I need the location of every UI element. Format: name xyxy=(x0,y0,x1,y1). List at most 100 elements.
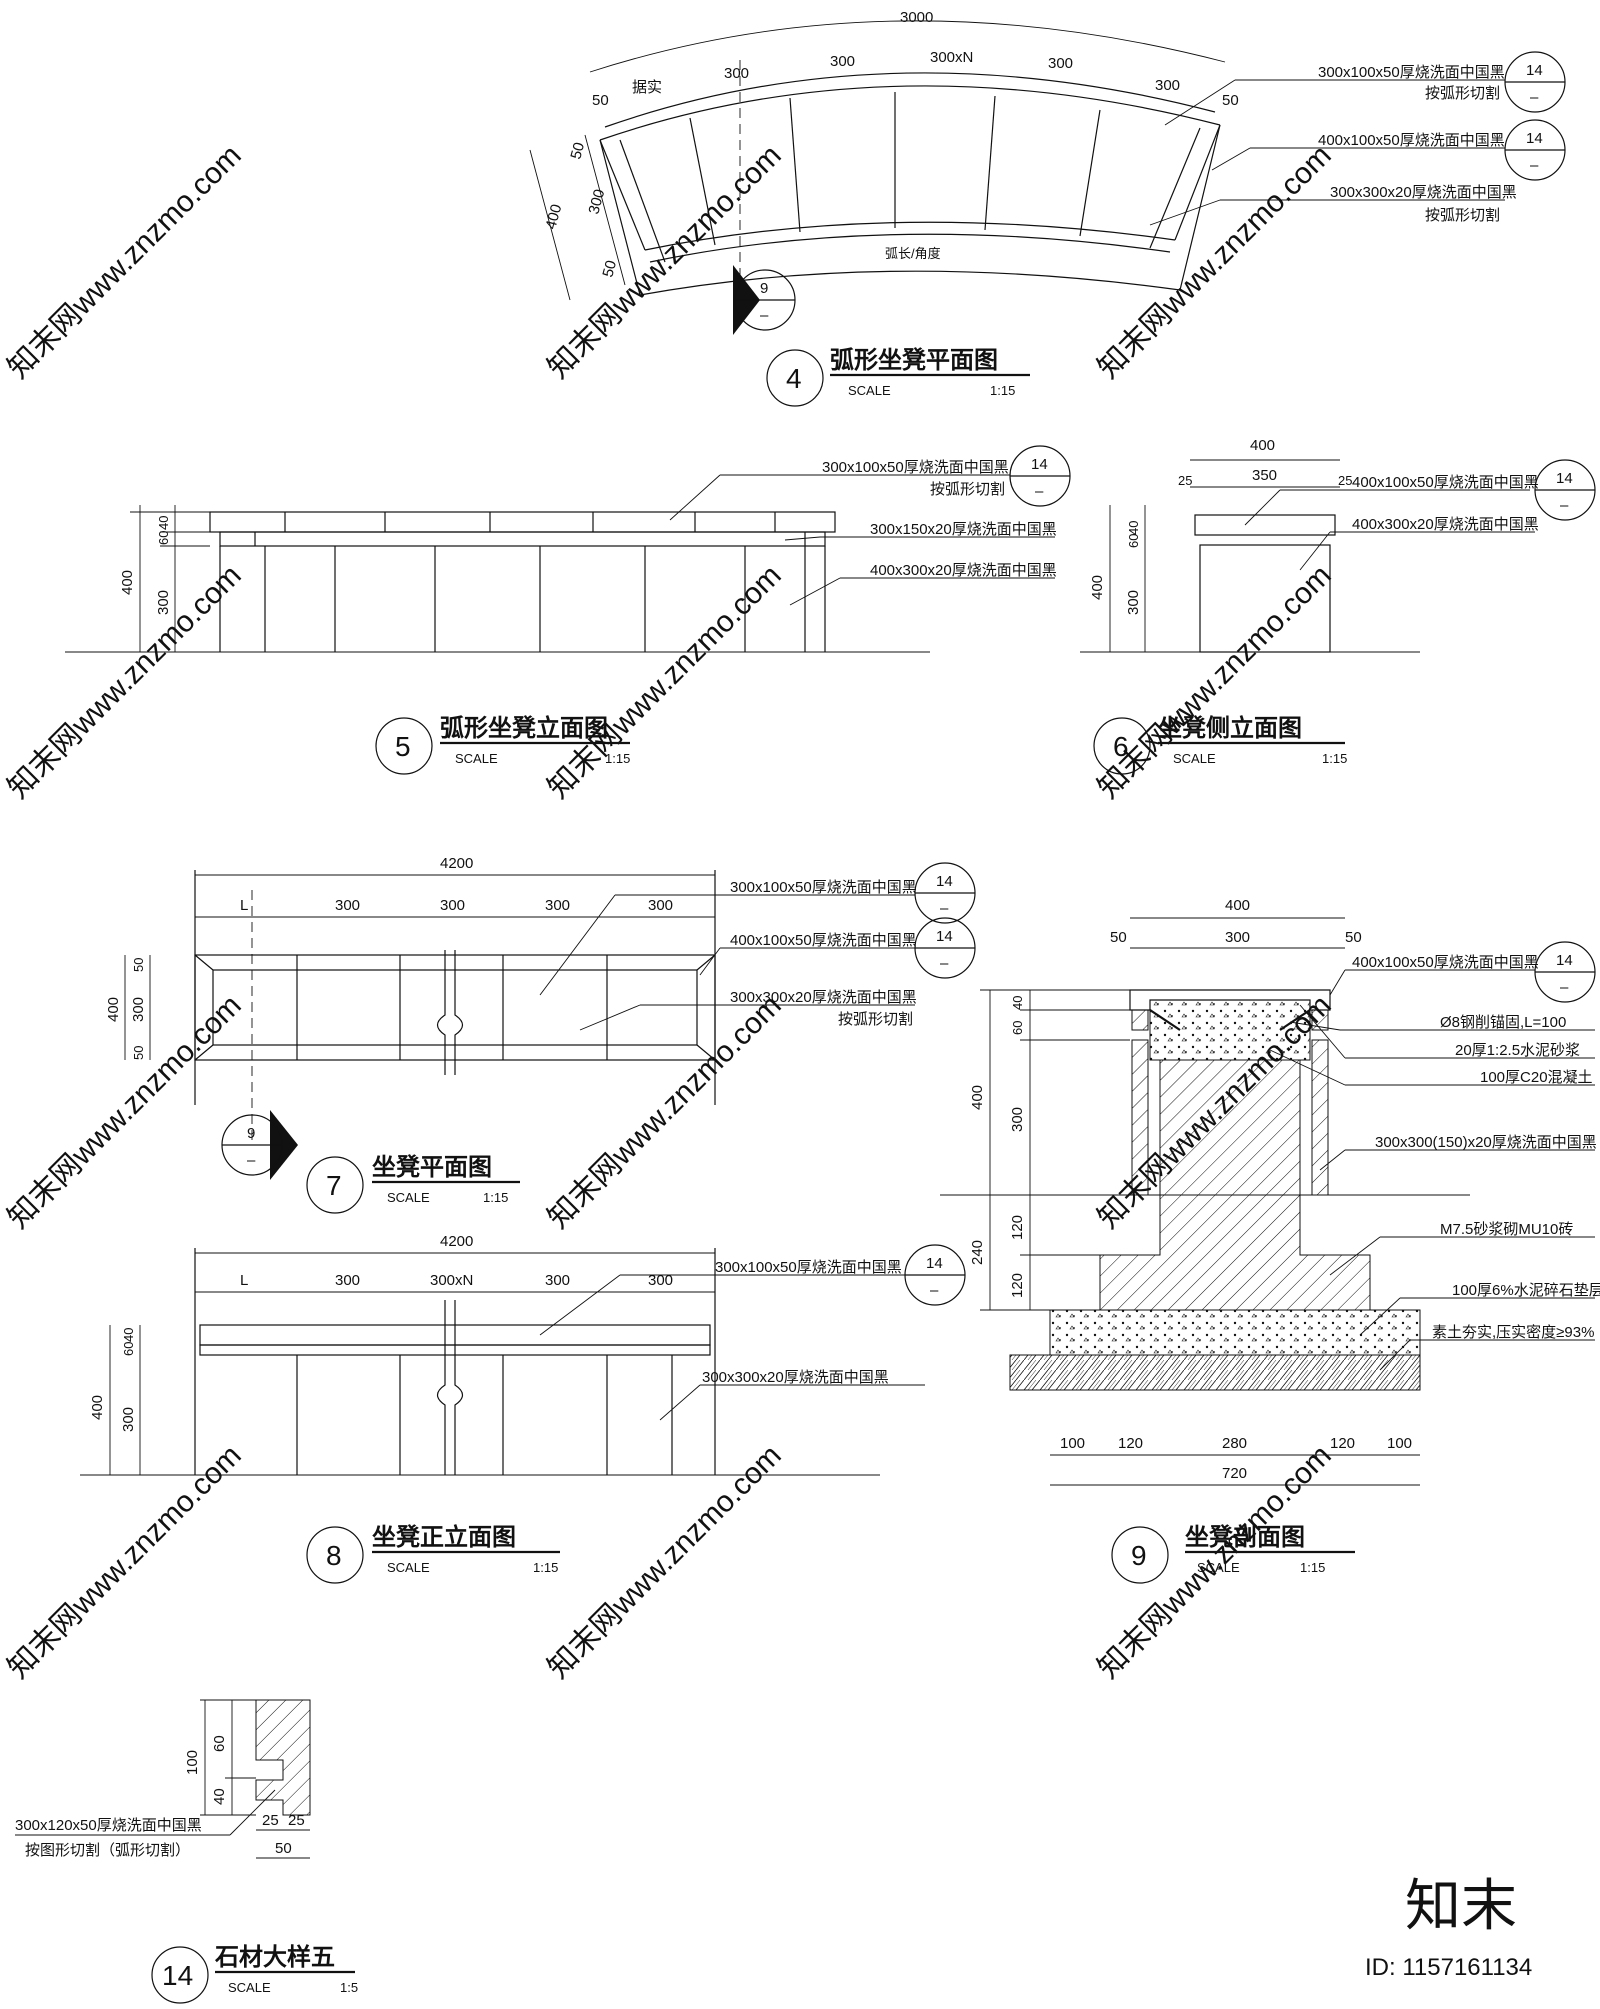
callout-number: 9 xyxy=(760,280,768,297)
label-coping: 400x100x50厚烧洗面中国黑 xyxy=(1352,954,1539,971)
view-title: 石材大样五 xyxy=(214,1943,335,1971)
dim-25: 25 xyxy=(1338,473,1352,488)
view-6-bench-side-elevation: 400 350 25 25 400 40 60 300 400x100x50厚烧… xyxy=(1080,437,1596,775)
watermark-text: 知末网www.znzmo.com xyxy=(542,1439,788,1685)
dim-L: L xyxy=(240,897,248,914)
callout-number: 9 xyxy=(247,1125,255,1142)
callout-number: 14 xyxy=(926,1255,943,1272)
dim-40: 40 xyxy=(121,1328,136,1342)
label-face: 400x300x20厚烧洗面中国黑 xyxy=(870,562,1057,579)
label-face: 400x300x20厚烧洗面中国黑 xyxy=(1352,516,1539,533)
detail-callout-14[interactable]: 14 – xyxy=(914,917,976,979)
dim-50: 50 xyxy=(275,1840,292,1857)
scale-label: SCALE xyxy=(848,383,891,398)
dim-350: 350 xyxy=(1252,467,1277,484)
callout-sheet: – xyxy=(930,1282,939,1299)
view-title: 弧形坐凳平面图 xyxy=(830,347,998,374)
callout-number: 14 xyxy=(936,873,953,890)
view-number: 4 xyxy=(786,363,802,394)
dim-240: 240 xyxy=(969,1240,986,1265)
label-stone-note: 按图形切割（弧形切割） xyxy=(25,1842,190,1859)
view-number: 6 xyxy=(1113,731,1129,762)
scale-label: SCALE xyxy=(1197,1560,1240,1575)
dim-50: 50 xyxy=(592,92,609,109)
callout-number: 14 xyxy=(1556,952,1573,969)
label-coping: 300x100x50厚烧洗面中国黑 xyxy=(822,459,1009,476)
scale-value: 1:15 xyxy=(1322,751,1347,766)
view-number: 7 xyxy=(326,1170,342,1201)
brand-logo: 知末 xyxy=(1405,1874,1517,1937)
dim-L: L xyxy=(240,1272,248,1289)
dim-300: 300 xyxy=(1225,929,1250,946)
section-callout-9[interactable]: 9 – xyxy=(733,265,796,335)
scale-value: 1:15 xyxy=(483,1190,508,1205)
brand-id: ID: 1157161134 xyxy=(1365,1954,1532,1981)
view-number: 5 xyxy=(395,731,411,762)
callout-sheet: – xyxy=(1560,497,1569,514)
dim-300: 300 xyxy=(440,897,465,914)
dim-50: 50 xyxy=(131,1046,146,1060)
view-number: 9 xyxy=(1131,1540,1147,1571)
label-coping-note: 按弧形切割 xyxy=(930,481,1005,498)
dim-400: 400 xyxy=(89,1395,106,1420)
dim-60: 60 xyxy=(1126,534,1141,548)
dim-300: 300 xyxy=(1125,590,1142,615)
view-title: 坐凳平面图 xyxy=(372,1154,492,1181)
scale-value: 1:15 xyxy=(1300,1560,1325,1575)
dim-300: 300 xyxy=(830,53,855,70)
callout-number: 14 xyxy=(1031,456,1048,473)
label-mortar: 20厚1:2.5水泥砂浆 xyxy=(1455,1041,1580,1059)
label-top-note: 按弧形切割 xyxy=(1425,207,1500,224)
detail-callout-14[interactable]: 14 – xyxy=(1534,941,1596,1003)
dim-400: 400 xyxy=(1250,437,1275,454)
label-anchor: Ø8钢削锚固,L=100 xyxy=(1440,1014,1566,1031)
scale-label: SCALE xyxy=(228,1980,271,1995)
scale-label: SCALE xyxy=(455,751,498,766)
scale-value: 1:15 xyxy=(533,1560,558,1575)
detail-callout-14[interactable]: 14 – xyxy=(904,1244,966,1306)
label-coping: 300x100x50厚烧洗面中国黑 xyxy=(730,879,917,896)
detail-callout-14[interactable]: 14 – xyxy=(1009,445,1071,507)
dim-300: 300 xyxy=(724,65,749,82)
detail-callout-14[interactable]: 14 – xyxy=(1504,51,1566,113)
dim-40: 40 xyxy=(211,1788,228,1805)
detail-callout-14[interactable]: 14 – xyxy=(1504,119,1566,181)
dim-300: 300 xyxy=(648,1272,673,1289)
view-title: 坐凳正立面图 xyxy=(372,1523,516,1551)
label-coping: 300x100x50厚烧洗面中国黑 xyxy=(1318,64,1505,81)
label-top: 300x300x20厚烧洗面中国黑 xyxy=(1330,184,1517,201)
dim-300: 300 xyxy=(545,897,570,914)
dim-total-3000: 3000 xyxy=(900,9,933,26)
label-side: 400x100x50厚烧洗面中国黑 xyxy=(1318,132,1505,149)
callout-sheet: – xyxy=(940,900,949,917)
dim-300xN: 300xN xyxy=(930,49,973,66)
label-top-note: 按弧形切割 xyxy=(838,1011,913,1028)
label-top: 300x300x20厚烧洗面中国黑 xyxy=(730,989,917,1006)
callout-sheet: – xyxy=(1530,89,1539,106)
dim-actual: 据实 xyxy=(632,79,662,96)
detail-callout-14[interactable]: 14 – xyxy=(914,862,976,924)
dim-300: 300 xyxy=(1009,1107,1026,1132)
scale-value: 1:15 xyxy=(990,383,1015,398)
callout-number: 14 xyxy=(1556,470,1573,487)
dim-300: 300 xyxy=(648,897,673,914)
dim-120: 120 xyxy=(1009,1215,1026,1240)
detail-callout-14[interactable]: 14 – xyxy=(1534,459,1596,521)
watermark-text: 知末网www.znzmo.com xyxy=(542,559,788,805)
watermark-text: 知末网www.znzmo.com xyxy=(1092,139,1338,385)
dim-300: 300 xyxy=(585,187,608,216)
section-callout-9[interactable]: 9 – xyxy=(221,1110,298,1180)
dim-720: 720 xyxy=(1222,1465,1247,1482)
view-number: 14 xyxy=(162,1960,193,1991)
dim-400: 400 xyxy=(969,1085,986,1110)
dim-300: 300 xyxy=(120,1407,137,1432)
dim-100: 100 xyxy=(184,1750,201,1775)
dim-400: 400 xyxy=(1225,897,1250,914)
dim-300: 300 xyxy=(130,997,147,1022)
dim-60: 60 xyxy=(211,1735,228,1752)
dim-50: 50 xyxy=(1110,929,1127,946)
dim-100: 100 xyxy=(1387,1435,1412,1452)
dim-300: 300 xyxy=(545,1272,570,1289)
callout-number: 14 xyxy=(1526,130,1543,147)
callout-number: 14 xyxy=(936,928,953,945)
